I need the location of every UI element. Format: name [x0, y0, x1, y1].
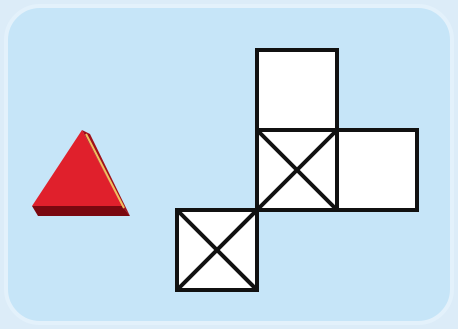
- net-square-bottom: [177, 210, 257, 290]
- net-square-top-outline: [257, 50, 337, 130]
- net-square-right-outline: [337, 130, 417, 210]
- net-square-right: [337, 130, 417, 210]
- net-square-middle: [257, 130, 337, 210]
- net-square-top: [257, 50, 337, 130]
- prism-bottom-face: [32, 206, 130, 216]
